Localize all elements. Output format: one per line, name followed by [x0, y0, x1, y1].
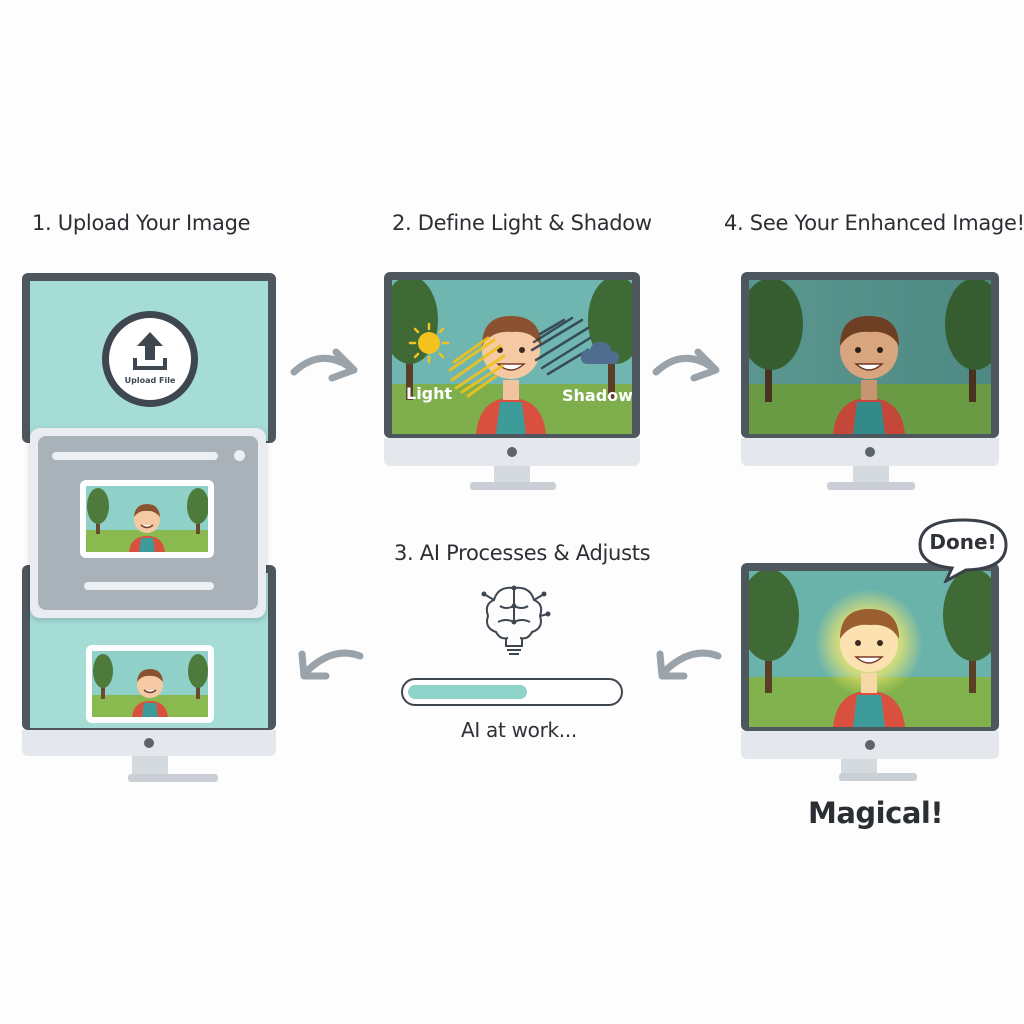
upload-file-button[interactable]: Upload File: [102, 311, 198, 407]
preview-thumbnail: [92, 651, 208, 717]
step-2-title: 2. Define Light & Shadow: [392, 211, 652, 235]
define-monitor-chin: [384, 438, 640, 466]
define-screen: Light Shadow: [392, 280, 632, 434]
cloud-icon: [580, 341, 619, 364]
light-label: Light: [406, 384, 453, 403]
step-1-title: 1. Upload Your Image: [32, 211, 251, 235]
upload-monitor: Upload File: [22, 273, 276, 443]
dialog-thumbnail: [86, 486, 208, 552]
preview-thumbnail-frame: [86, 645, 214, 723]
define-monitor: Light Shadow: [384, 272, 640, 496]
dialog-close-icon[interactable]: [234, 450, 245, 461]
step-4-title: 4. See Your Enhanced Image!: [724, 211, 1024, 235]
glow-screen: [749, 571, 991, 727]
upload-dialog: [30, 428, 266, 618]
upload-screen: Upload File: [30, 281, 268, 441]
glow-scene: [749, 571, 991, 727]
ai-status-text: AI at work...: [461, 718, 577, 742]
step-3-title: 3. AI Processes & Adjusts: [394, 541, 651, 565]
upload-file-label: Upload File: [124, 376, 176, 385]
dialog-thumbnail-frame: [80, 480, 214, 558]
result-monitor: [741, 272, 999, 496]
ai-brain-lightbulb-icon: [481, 585, 551, 655]
curved-arrow-icon: [652, 348, 720, 382]
glow-monitor-chin: [741, 731, 999, 759]
dialog-line-placeholder: [84, 582, 214, 590]
done-text: Done!: [929, 530, 997, 554]
preview-monitor-chin: [22, 730, 276, 756]
upload-arrow-icon: [133, 332, 167, 370]
result-scene: [749, 280, 991, 434]
magical-tagline: Magical!: [808, 796, 944, 830]
shadow-label: Shadow: [562, 386, 632, 405]
ai-progress-fill: [408, 685, 527, 699]
done-speech-bubble: Done!: [916, 517, 1010, 583]
curved-arrow-icon: [290, 348, 358, 382]
dialog-line-placeholder: [52, 452, 218, 460]
result-monitor-chin: [741, 438, 999, 466]
glow-monitor: [741, 563, 999, 787]
curved-arrow-icon: [656, 649, 722, 680]
ai-progress-bar: [401, 678, 623, 706]
sun-icon: [408, 322, 450, 364]
result-screen: [749, 280, 991, 434]
curved-arrow-icon: [298, 649, 364, 680]
